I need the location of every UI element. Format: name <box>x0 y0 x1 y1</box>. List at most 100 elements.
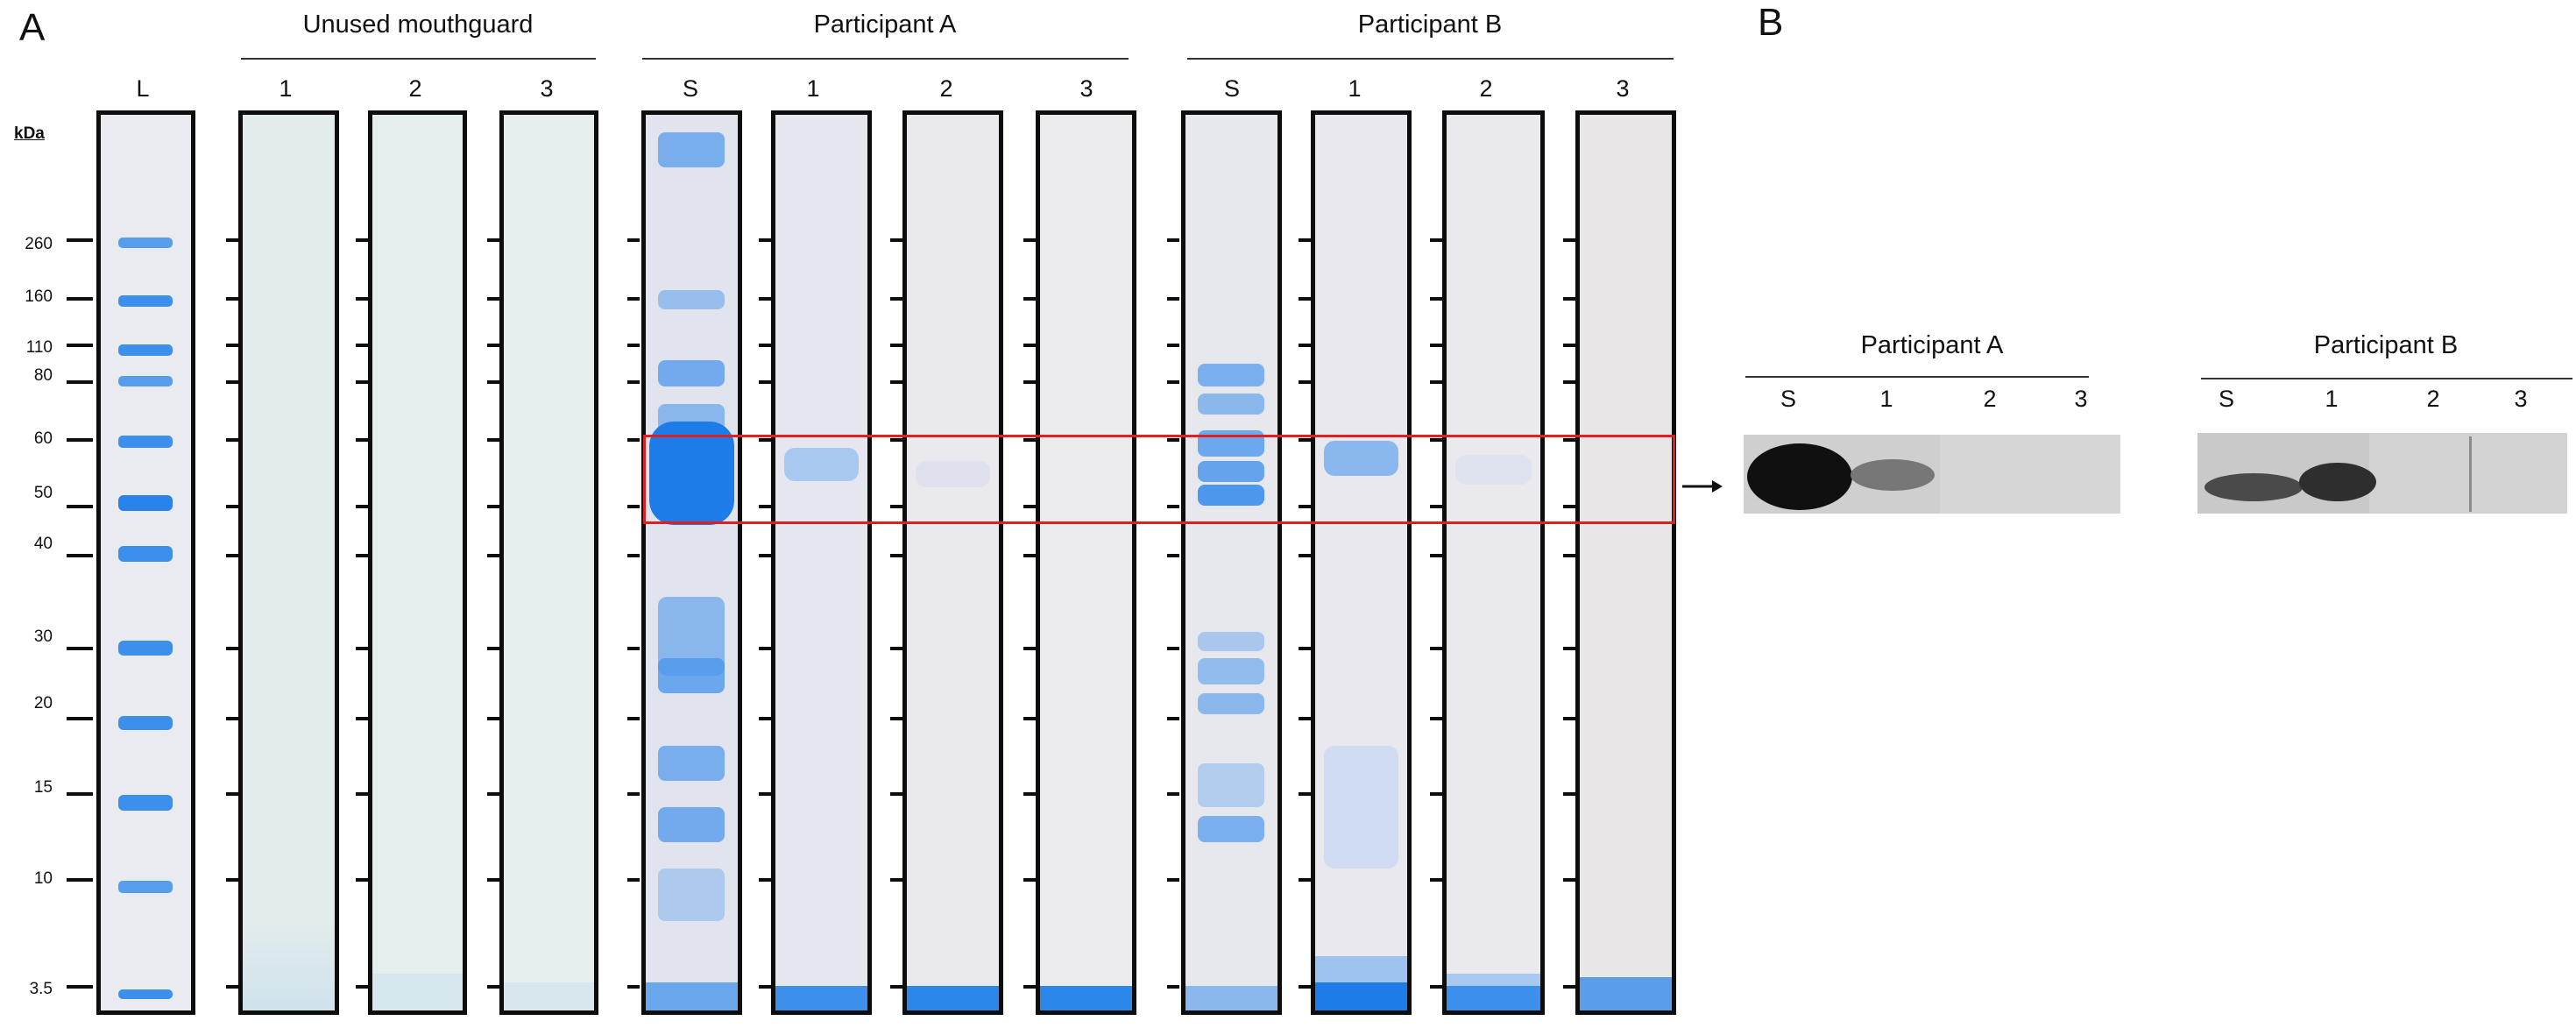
marker-tick <box>1299 878 1311 882</box>
marker-tick <box>627 380 640 384</box>
marker-tick <box>759 554 771 557</box>
marker-tick <box>487 438 499 442</box>
marker-tick <box>1430 647 1442 650</box>
lane-image <box>1447 115 1540 1010</box>
gel-lane-participant-b-1 <box>1311 110 1412 1015</box>
marker-tick <box>1563 297 1575 301</box>
marker-tick <box>356 647 368 650</box>
panel-b-label: B <box>1758 1 1784 44</box>
lane-label-ladder: L <box>136 75 150 102</box>
lane-image <box>504 115 594 1010</box>
gel-lane-participant-b-2 <box>1442 110 1545 1015</box>
marker-tick <box>1167 554 1179 557</box>
marker-tick <box>890 878 902 882</box>
gel-lane-participant-b-s <box>1181 110 1282 1015</box>
marker-tick <box>1563 438 1575 442</box>
marker-tick <box>890 717 902 720</box>
marker-tick <box>1167 985 1179 989</box>
group-underline <box>642 58 1129 60</box>
lane-label: 2 <box>408 75 422 102</box>
marker-tick <box>759 792 771 796</box>
lane-label: 1 <box>1348 75 1362 102</box>
marker-tick <box>356 297 368 301</box>
marker-tick <box>627 344 640 347</box>
marker-tick <box>487 554 499 557</box>
marker-tick <box>1430 554 1442 557</box>
lane-image <box>372 115 463 1010</box>
marker-tick <box>1167 344 1179 347</box>
marker-tick <box>356 985 368 989</box>
marker-tick <box>226 380 238 384</box>
marker-label: 80 <box>33 366 53 385</box>
gel-lane-participant-a-3 <box>1036 110 1136 1015</box>
marker-tick <box>1167 380 1179 384</box>
marker-tick <box>1299 380 1311 384</box>
marker-tick <box>487 647 499 650</box>
marker-tick <box>356 344 368 347</box>
marker-tick <box>226 985 238 989</box>
lane-label: S <box>1223 75 1240 102</box>
gel-lane-unused-3 <box>499 110 598 1015</box>
blot-underline <box>2201 378 2572 379</box>
marker-tick <box>1563 505 1575 508</box>
marker-tick <box>1563 238 1575 242</box>
marker-tick <box>1563 985 1575 989</box>
marker-tick <box>627 792 640 796</box>
marker-tick <box>1299 238 1311 242</box>
lane-label: S <box>682 75 698 102</box>
marker-tick <box>1167 238 1179 242</box>
marker-tick <box>1023 438 1036 442</box>
marker-tick <box>759 297 771 301</box>
blot-lane-label: 3 <box>2514 386 2528 412</box>
marker-tick <box>890 297 902 301</box>
marker-tick <box>1023 380 1036 384</box>
marker-tick <box>356 438 368 442</box>
arrow-icon <box>1682 480 1723 493</box>
marker-tick <box>1430 878 1442 882</box>
marker-tick <box>1299 297 1311 301</box>
marker-tick <box>627 238 640 242</box>
lane-image <box>1185 115 1277 1010</box>
marker-tick <box>1430 438 1442 442</box>
marker-tick <box>890 554 902 557</box>
western-blot-participant-a <box>1744 435 2120 514</box>
marker-tick <box>1299 647 1311 650</box>
marker-tick <box>1023 717 1036 720</box>
marker-tick <box>487 792 499 796</box>
lane-label: 3 <box>540 75 554 102</box>
lane-image <box>1315 115 1407 1010</box>
western-blot-participant-b <box>2197 433 2567 514</box>
lane-label: 2 <box>939 75 953 102</box>
marker-label: 60 <box>33 429 53 448</box>
blot-image <box>1744 435 2120 514</box>
marker-tick <box>1430 505 1442 508</box>
marker-tick <box>1023 238 1036 242</box>
marker-tick <box>759 438 771 442</box>
lane-image <box>1040 115 1132 1010</box>
marker-tick <box>356 554 368 557</box>
marker-label: 50 <box>33 484 53 502</box>
marker-tick <box>1430 717 1442 720</box>
marker-tick <box>627 985 640 989</box>
marker-label: 110 <box>25 338 53 357</box>
lane-image <box>775 115 867 1010</box>
marker-tick <box>627 878 640 882</box>
marker-tick <box>890 438 902 442</box>
marker-tick <box>1430 238 1442 242</box>
marker-tick <box>1023 985 1036 989</box>
marker-tick <box>1430 344 1442 347</box>
marker-tick <box>1299 438 1311 442</box>
marker-tick <box>1430 792 1442 796</box>
marker-tick <box>1167 505 1179 508</box>
gel-lane-unused-1 <box>238 110 339 1015</box>
marker-tick <box>487 505 499 508</box>
lane-label: 1 <box>806 75 820 102</box>
lane-label: 2 <box>1479 75 1493 102</box>
gel-lane-participant-a-2 <box>902 110 1003 1015</box>
gel-lane-unused-2 <box>368 110 467 1015</box>
marker-tick <box>1430 985 1442 989</box>
group-underline <box>1187 58 1674 60</box>
marker-tick <box>487 238 499 242</box>
marker-tick <box>1023 344 1036 347</box>
marker-tick <box>759 717 771 720</box>
